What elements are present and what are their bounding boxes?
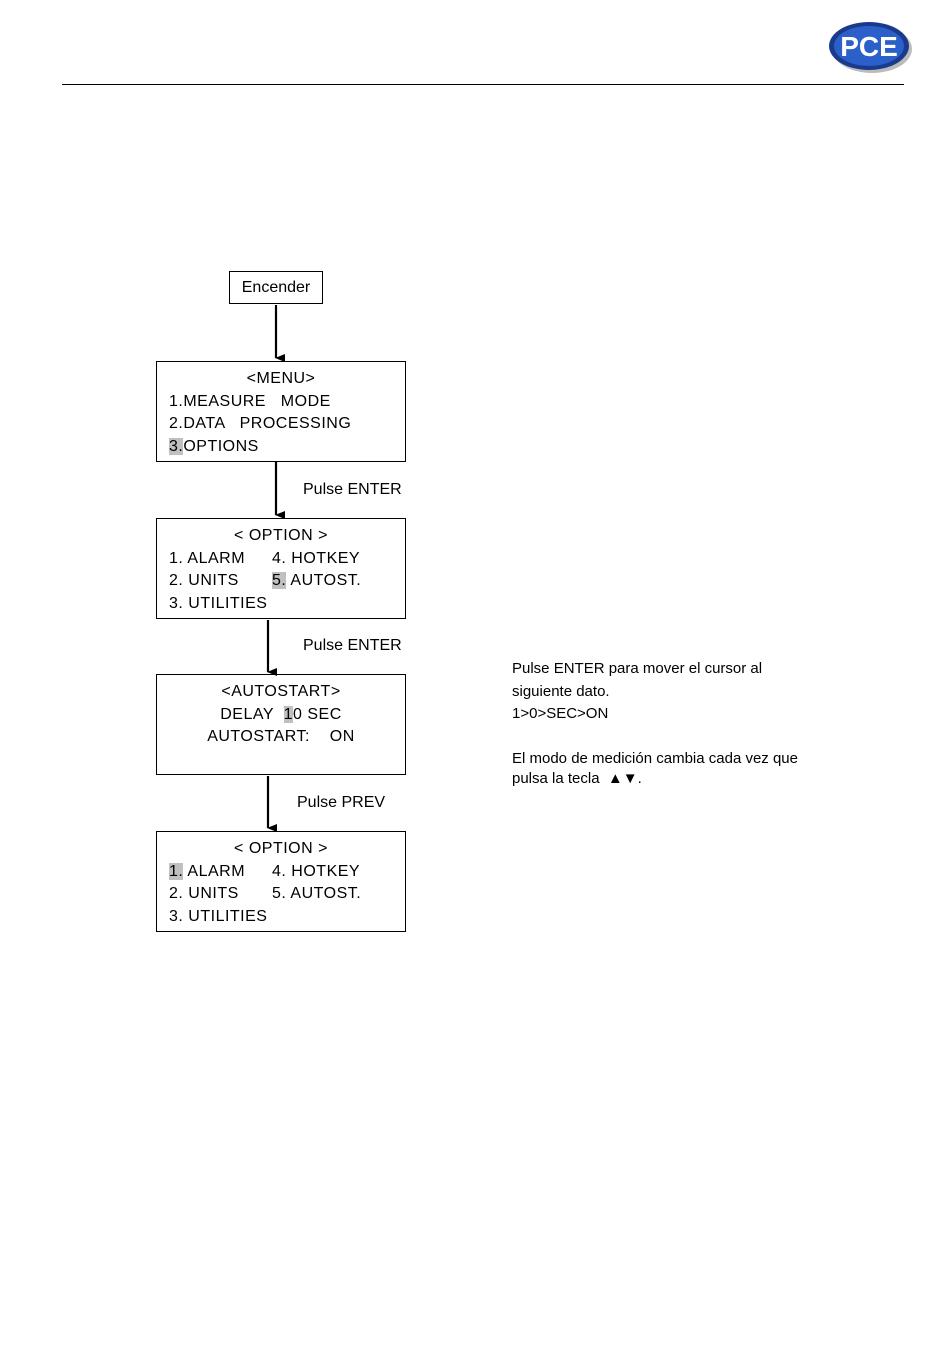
menu-item-options-label: OPTIONS	[183, 437, 259, 455]
autostart-delay: DELAY 10 SEC	[157, 704, 405, 727]
option-title: < OPTION >	[234, 840, 328, 857]
option-units: 2. UNITS	[169, 572, 239, 589]
note-line-4: El modo de medición cambia cada vez que	[512, 750, 798, 767]
logo-text: PCE	[840, 31, 898, 62]
header-rule	[62, 84, 904, 85]
note-line-1: Pulse ENTER para mover el cursor al	[512, 660, 763, 677]
cursor-highlight: 1	[283, 705, 294, 723]
option-alarm-label: ALARM	[183, 862, 246, 880]
autostart-screen: <AUTOSTART> DELAY 10 SEC AUTOSTART: ON	[156, 674, 406, 775]
option-screen-1: < OPTION > 1. ALARM 4. HOTKEY 2. UNITS 5…	[156, 518, 406, 619]
autostart-title: <AUTOSTART>	[221, 683, 341, 700]
autostart-state: AUTOSTART: ON	[207, 728, 355, 745]
note-line-3: 1>0>SEC>ON	[512, 705, 609, 722]
option-utilities: 3. UTILITIES	[169, 594, 268, 612]
menu-item-data-processing: 2.DATA PROCESSING	[169, 415, 352, 432]
option-screen-2: < OPTION > 1. ALARM 4. HOTKEY 2. UNITS 5…	[156, 831, 406, 932]
menu-title: <MENU>	[246, 370, 316, 387]
cursor-highlight: 3.	[169, 437, 184, 455]
option-autost: 5. AUTOST.	[272, 570, 361, 593]
option-autost: 5. AUTOST.	[272, 885, 362, 902]
option-title: < OPTION >	[234, 527, 328, 544]
menu-item-measure-mode: 1.MEASURE MODE	[169, 392, 331, 410]
step-label-enter-1: Pulse ENTER	[303, 481, 402, 498]
cursor-highlight: 1.	[169, 862, 184, 880]
step-label-prev: Pulse PREV	[297, 794, 386, 811]
option-units: 2. UNITS	[169, 885, 239, 902]
option-alarm: 1. ALARM	[169, 549, 246, 567]
option-hotkey: 4. HOTKEY	[272, 549, 361, 567]
option-alarm: 1. ALARM	[169, 861, 397, 884]
start-label: Encender	[241, 279, 311, 296]
pce-logo: PCE	[829, 22, 912, 73]
delay-value: 0 SEC	[293, 705, 342, 723]
cursor-highlight: 5.	[272, 572, 287, 589]
option-autost-label: AUTOST.	[286, 572, 362, 589]
menu-screen: <MENU> 1.MEASURE MODE 2.DATA PROCESSING …	[156, 361, 406, 462]
note-line-5: pulsa la tecla ▲▼.	[512, 770, 642, 787]
start-box: Encender	[229, 271, 323, 304]
option-utilities: 3. UTILITIES	[169, 907, 268, 925]
note-line-2: siguiente dato.	[512, 682, 610, 700]
delay-label: DELAY	[220, 705, 284, 723]
option-hotkey: 4. HOTKEY	[272, 862, 361, 880]
menu-item-options: 3.OPTIONS	[169, 436, 397, 459]
step-label-enter-2: Pulse ENTER	[303, 637, 402, 654]
